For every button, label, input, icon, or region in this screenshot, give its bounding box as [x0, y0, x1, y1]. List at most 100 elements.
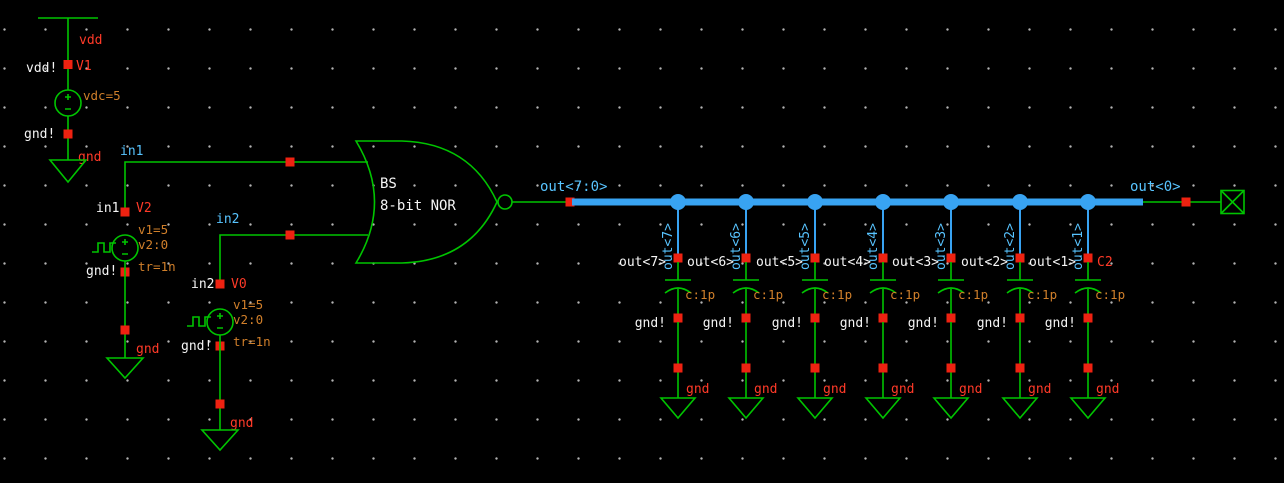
bus-tap-net-label: out<5> [798, 223, 813, 270]
pulse-wave-icon [187, 316, 211, 327]
gnd-pin-label: gnd! [181, 339, 212, 354]
bus-tap-net-label: out<1> [1071, 223, 1086, 270]
param-v2-label: v2:0 [233, 312, 263, 327]
cap-branch-out4[interactable]: out<4> out<4> c:1p gnd! gnd [824, 193, 920, 419]
pin-square[interactable] [63, 60, 73, 69]
plus-minus-icon [217, 313, 223, 329]
gnd-pin-label: gnd! [1045, 316, 1076, 331]
net-label-in1: in1 [120, 144, 143, 159]
cap-value-label: c:1p [1027, 287, 1057, 302]
vdc-param-label: vdc=5 [83, 88, 121, 103]
gnd-pin-label: gnd! [772, 316, 803, 331]
gnd-net-label: gnd [230, 416, 253, 431]
pin-square[interactable] [120, 207, 130, 217]
gate-type-label: 8-bit NOR [380, 198, 456, 214]
net-label-in2: in2 [216, 212, 239, 227]
cap-value-label: c:1p [1095, 287, 1125, 302]
output-pin-symbol[interactable] [1220, 189, 1245, 215]
wire-in1[interactable] [124, 161, 368, 214]
cap-value-label: c:1p [685, 287, 715, 302]
bus-tap-net-label: out<3> [934, 223, 949, 270]
gnd-pin-label: gnd! [86, 264, 117, 279]
vdd-supply-v1[interactable]: vdd vdd! V1 vdc=5 gnd! gnd [24, 17, 121, 184]
cap-branch-out7[interactable]: out<7> out<7> c:1p gnd! gnd [619, 193, 715, 419]
pos-pin-label: in2 [191, 277, 214, 292]
x-mark-icon [1220, 189, 1245, 215]
pos-pin-label: in1 [96, 201, 119, 216]
cap-branch-out1[interactable]: out<1> out<1> C2 c:1p gnd! gnd [1029, 193, 1125, 419]
cap-net-label: out<7> [619, 255, 666, 270]
vdd-pin-label: vdd! [26, 61, 57, 76]
pulse-source-v0[interactable]: in2 in2 V0 v1=5 v2:0 tr=1n gnd! gnd [181, 212, 368, 452]
cap-branch-out3[interactable]: out<3> out<3> c:1p gnd! gnd [892, 193, 988, 419]
param-tr-label: tr=1n [138, 259, 176, 274]
cap-net-label: out<5> [756, 255, 803, 270]
cap-net-label: out<1> [1029, 255, 1076, 270]
vpulse-source-symbol[interactable] [206, 308, 234, 336]
pin-square[interactable] [215, 279, 225, 289]
gnd-net-label: gnd [891, 382, 914, 397]
param-v2-label: v2:0 [138, 237, 168, 252]
pin-square[interactable] [285, 157, 295, 167]
cap-net-label: out<2> [961, 255, 1008, 270]
pin-square[interactable] [285, 230, 295, 240]
gnd-net-label: gnd [136, 342, 159, 357]
gnd-net-label: gnd [1028, 382, 1051, 397]
param-tr-label: tr=1n [233, 334, 271, 349]
vdd-rail-symbol[interactable] [38, 17, 98, 60]
cap-instance-name-label: C2 [1097, 255, 1113, 270]
pin-square[interactable] [120, 325, 130, 335]
bus-tap-net-label: out<4> [866, 223, 881, 270]
gnd-pin-label: gnd! [840, 316, 871, 331]
instance-name-label: V1 [76, 59, 92, 74]
gnd-net-label: gnd [959, 382, 982, 397]
gate-name-label: BS [380, 176, 397, 192]
gnd-net-label: gnd [78, 150, 101, 165]
out0-net-label: out<0> [1130, 179, 1181, 195]
gnd-net-label: gnd [823, 382, 846, 397]
gnd-symbol[interactable] [48, 159, 88, 184]
instance-name-label: V0 [231, 277, 247, 292]
cap-net-label: out<4> [824, 255, 871, 270]
output-bus[interactable]: out<7:0> out<0> [540, 179, 1245, 215]
nor-gate-bs[interactable]: BS 8-bit NOR [354, 140, 572, 264]
gnd-net-label: gnd [686, 382, 709, 397]
cap-branch-out6[interactable]: out<6> out<6> c:1p gnd! gnd [687, 193, 783, 419]
param-v1-label: v1=5 [233, 297, 263, 312]
pin-square[interactable] [565, 197, 575, 207]
gnd-net-label: gnd [1096, 382, 1119, 397]
gnd-pin-label: gnd! [703, 316, 734, 331]
cap-value-label: c:1p [958, 287, 988, 302]
plus-minus-icon [122, 239, 128, 255]
gnd-symbol[interactable] [200, 429, 240, 452]
pulse-source-v2[interactable]: in1 in1 V2 v1=5 v2:0 tr=1n gnd! gnd [86, 144, 368, 380]
vpulse-source-symbol[interactable] [111, 234, 139, 262]
param-v1-label: v1=5 [138, 222, 168, 237]
cap-net-label: out<6> [687, 255, 734, 270]
cap-branch-out2[interactable]: out<2> out<2> c:1p gnd! gnd [961, 193, 1057, 419]
cap-net-label: out<3> [892, 255, 939, 270]
nor-gate-bubble[interactable] [497, 194, 513, 210]
gnd-pin-label: gnd! [908, 316, 939, 331]
gnd-symbol[interactable] [105, 357, 145, 380]
cap-value-label: c:1p [890, 287, 920, 302]
pin-square[interactable] [215, 399, 225, 409]
bus-tap-net-label: out<2> [1003, 223, 1018, 270]
plus-minus-icon [65, 94, 71, 110]
instance-name-label: V2 [136, 201, 152, 216]
bus-net-label: out<7:0> [540, 179, 607, 195]
gnd-net-label: gnd [754, 382, 777, 397]
bus-tap-net-label: out<7> [661, 223, 676, 270]
bus-tap-net-label: out<6> [729, 223, 744, 270]
vdc-source-symbol[interactable] [54, 89, 82, 117]
cap-branch-out5[interactable]: out<5> out<5> c:1p gnd! gnd [756, 193, 852, 419]
wire-in2[interactable] [219, 234, 368, 286]
vdd-net-label: vdd [79, 33, 102, 48]
nor-gate-body[interactable] [354, 140, 498, 264]
pulse-wave-icon [92, 242, 116, 253]
pin-square[interactable] [1181, 197, 1191, 207]
cap-value-label: c:1p [753, 287, 783, 302]
pin-square[interactable] [63, 129, 73, 139]
